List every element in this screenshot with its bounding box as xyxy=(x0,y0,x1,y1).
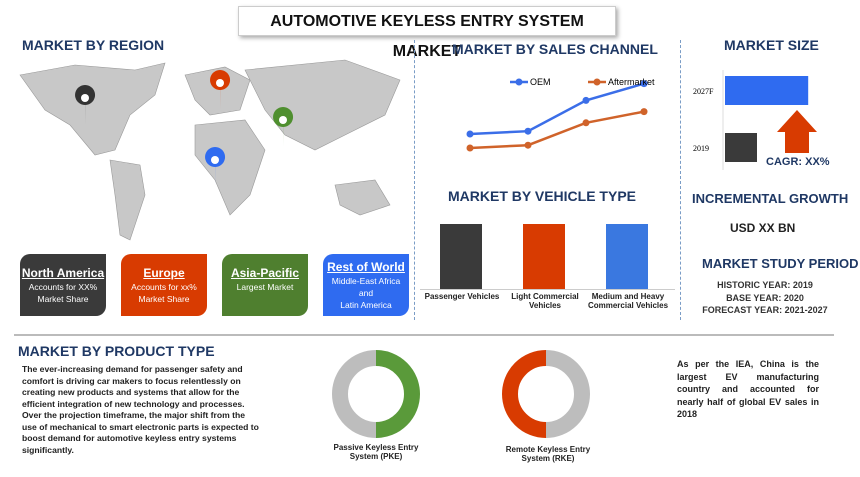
region-heading: MARKET BY REGION xyxy=(22,37,165,53)
market-size-chart: 2027F 2019 xyxy=(693,70,817,170)
legend-marker xyxy=(515,78,523,86)
donut-slice xyxy=(502,350,547,438)
page-title: AUTOMOTIVE KEYLESS ENTRY SYSTEM MARKET xyxy=(238,6,616,60)
region-name: Europe xyxy=(143,266,185,280)
region-name: Rest of World xyxy=(327,260,405,274)
data-point xyxy=(640,80,648,88)
data-point xyxy=(524,127,532,135)
donut-slice xyxy=(375,350,420,438)
product-description: The ever-increasing demand for passenger… xyxy=(22,364,259,455)
region-detail: Middle-East Africa xyxy=(331,276,401,286)
region-detail: Market Share xyxy=(37,294,89,304)
donut-slice xyxy=(545,350,590,438)
pke-label: Passive Keyless Entry System (PKE) xyxy=(333,443,419,461)
bar-label: 2019 xyxy=(693,144,709,153)
sales-channel-heading: MARKET BY SALES CHANNEL xyxy=(452,41,658,57)
legend-label: OEM xyxy=(530,77,551,87)
bar xyxy=(606,224,648,290)
base-year: BASE YEAR: 2020 xyxy=(726,292,804,303)
up-arrow-icon xyxy=(777,110,817,153)
growth-value: USD XX BN xyxy=(730,221,796,235)
vehicle-type-chart xyxy=(420,224,675,290)
bar-label: Light Commercial Vehicles xyxy=(511,292,579,310)
region-detail: Accounts for xx% xyxy=(131,282,197,292)
period-heading: MARKET STUDY PERIOD xyxy=(702,256,859,271)
growth-heading: INCREMENTAL GROWTH xyxy=(692,191,849,206)
historic-year: HISTORIC YEAR: 2019 xyxy=(717,280,813,290)
pke-donut xyxy=(332,350,420,438)
market-size-heading: MARKET SIZE xyxy=(724,37,819,53)
legend-label: Aftermarket xyxy=(608,77,655,87)
region-detail: Market Share xyxy=(138,294,190,304)
region-name: Asia-Pacific xyxy=(230,266,300,280)
bar-label: Medium and Heavy Commercial Vehicles xyxy=(587,292,669,310)
rke-label: Remote Keyless Entry System (RKE) xyxy=(505,445,591,463)
rke-donut xyxy=(502,350,590,438)
bar-label: 2027F xyxy=(693,87,714,96)
bar xyxy=(523,224,565,290)
data-point xyxy=(582,119,590,127)
data-point xyxy=(466,130,474,138)
bar xyxy=(440,224,482,290)
donut-slice xyxy=(332,350,377,438)
bar-label: Passenger Vehicles xyxy=(424,292,500,301)
bar xyxy=(725,133,757,162)
data-point xyxy=(524,141,532,149)
series-line-aftermarket xyxy=(469,110,645,150)
region-name: North America xyxy=(21,266,105,280)
sales-channel-chart: OEM Aftermarket xyxy=(466,77,655,152)
vehicle-type-heading: MARKET BY VEHICLE TYPE xyxy=(448,188,636,204)
region-detail: and xyxy=(358,288,374,298)
data-point xyxy=(466,144,474,152)
bar xyxy=(725,76,809,105)
series-line-oem xyxy=(469,82,645,136)
cagr-label: CAGR: XX% xyxy=(766,156,830,168)
region-detail: Accounts for XX% xyxy=(28,282,98,292)
map-pin-icons xyxy=(75,70,294,187)
product-heading: MARKET BY PRODUCT TYPE xyxy=(18,343,215,359)
world-map xyxy=(19,59,401,241)
legend-marker xyxy=(593,78,601,86)
ev-note: As per the IEA, China is the largest EV … xyxy=(677,359,819,419)
data-point xyxy=(582,96,590,104)
region-detail: Latin America xyxy=(340,300,392,310)
forecast-year: FORECAST YEAR: 2021-2027 xyxy=(702,305,828,315)
data-point xyxy=(640,108,648,116)
region-detail: Largest Market xyxy=(236,282,294,292)
